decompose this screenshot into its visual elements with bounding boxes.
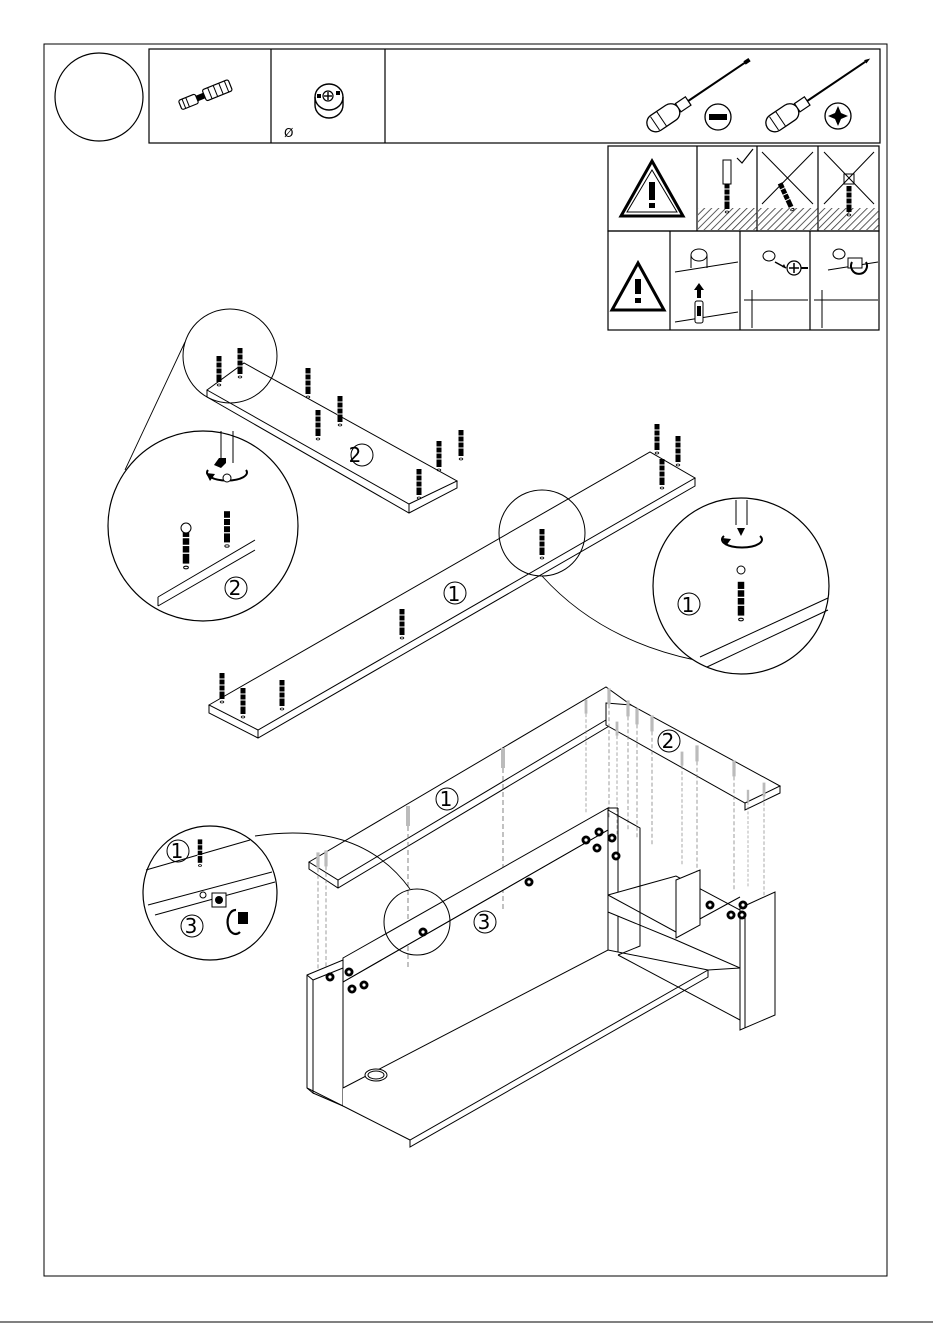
cam-lock-diameter-label: Ø [284,126,293,140]
desk-assembly [307,687,780,1147]
assembly-label-1: 1 [440,787,453,811]
hardware-legend: Ø [149,49,880,143]
callout-cam-label-3: 3 [185,914,198,938]
warning-panel [608,146,879,330]
cam-turn-icon [814,249,878,328]
assembly-label-2: 2 [662,729,675,753]
cam-align-icon [744,251,808,328]
wrong-tilted-insertion-icon [762,152,813,212]
cam-dowel-icon [178,79,233,110]
flat-screwdriver-icon [643,52,754,135]
step-number-circle [55,53,143,141]
zoom-callout-panel-1: 1 [653,498,829,674]
correct-insertion-icon [723,149,753,213]
warning-triangle-icon [612,263,664,310]
assembly-label-3: 3 [478,910,491,934]
warning-triangle-icon [621,161,683,216]
cam-lock-icon [315,84,343,118]
callout-cam-label-1: 1 [171,839,184,863]
phillips-screwdriver-icon [762,51,875,135]
zoom-callout-cam-lock: 1 3 [143,826,277,960]
callout-2-label: 2 [229,576,242,600]
wrong-depth-insertion-icon [824,152,874,216]
zoom-callout-panel-2: 2 [108,431,298,621]
insert-dowel-icon [675,249,738,323]
